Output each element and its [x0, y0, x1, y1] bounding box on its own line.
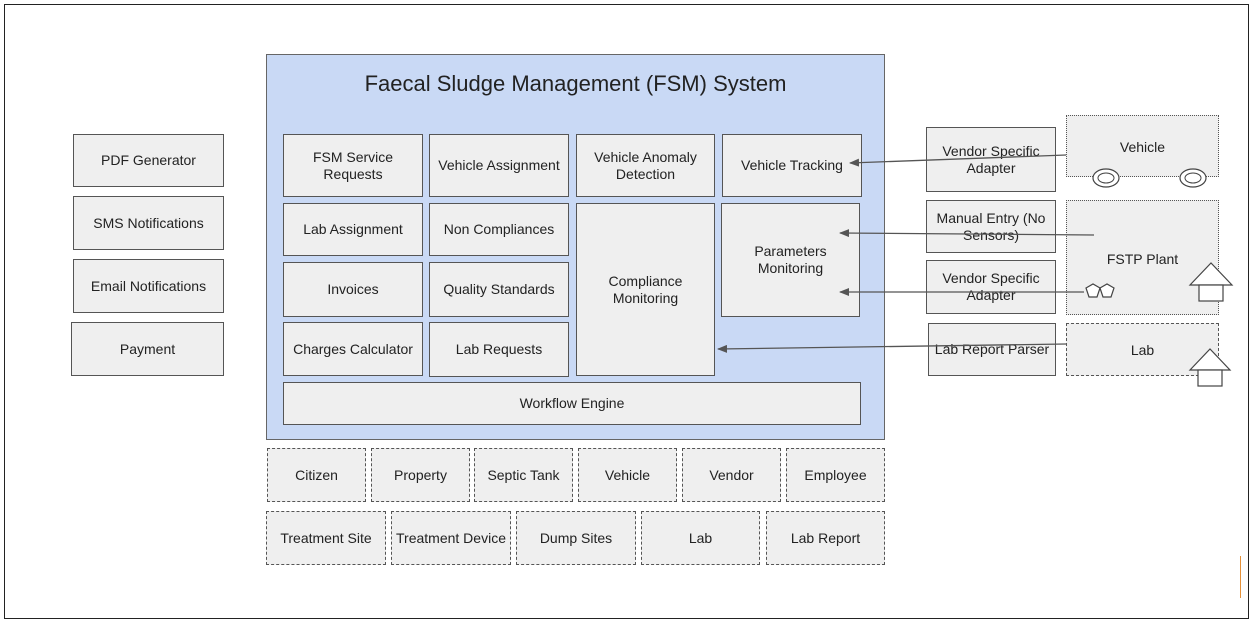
vendor-specific-adapter-1: Vendor Specific Adapter: [926, 127, 1056, 192]
parameters-monitoring-box: Parameters Monitoring: [721, 203, 860, 317]
pdf-generator-box: PDF Generator: [73, 134, 224, 187]
vehicle-assignment-box: Vehicle Assignment: [429, 134, 569, 197]
charges-calculator-box: Charges Calculator: [283, 322, 423, 376]
entity-dump-sites: Dump Sites: [516, 511, 636, 565]
entity-treatment-site: Treatment Site: [266, 511, 386, 565]
diagram-frame: [4, 4, 1249, 619]
non-compliances-box: Non Compliances: [429, 203, 569, 256]
invoices-box: Invoices: [283, 262, 423, 317]
lab-requests-box: Lab Requests: [429, 322, 569, 377]
entity-lab-report: Lab Report: [766, 511, 885, 565]
quality-standards-box: Quality Standards: [429, 262, 569, 317]
manual-entry-box: Manual Entry (No Sensors): [926, 200, 1056, 253]
entity-vehicle: Vehicle: [578, 448, 677, 502]
workflow-engine-box: Workflow Engine: [283, 382, 861, 425]
external-fstp-plant: [1066, 200, 1219, 315]
accent-line: [1240, 556, 1241, 598]
external-vehicle-label: Vehicle: [1119, 139, 1166, 155]
entity-lab: Lab: [641, 511, 760, 565]
entity-property: Property: [371, 448, 470, 502]
email-notifications-box: Email Notifications: [73, 259, 224, 313]
lab-report-parser-box: Lab Report Parser: [928, 323, 1056, 376]
external-fstp-plant-label: FSTP Plant: [1106, 251, 1179, 267]
entity-employee: Employee: [786, 448, 885, 502]
entity-vendor: Vendor: [682, 448, 781, 502]
payment-box: Payment: [71, 322, 224, 376]
external-vehicle: [1066, 115, 1219, 177]
entity-septic-tank: Septic Tank: [474, 448, 573, 502]
external-lab-label: Lab: [1130, 342, 1155, 358]
compliance-monitoring-box: Compliance Monitoring: [576, 203, 715, 376]
fsm-service-requests-box: FSM Service Requests: [283, 134, 423, 197]
vendor-specific-adapter-2: Vendor Specific Adapter: [926, 260, 1056, 314]
vehicle-tracking-box: Vehicle Tracking: [722, 134, 862, 197]
vehicle-anomaly-detection-box: Vehicle Anomaly Detection: [576, 134, 715, 197]
sms-notifications-box: SMS Notifications: [73, 196, 224, 250]
lab-assignment-box: Lab Assignment: [283, 203, 423, 256]
entity-citizen: Citizen: [267, 448, 366, 502]
system-title: Faecal Sludge Management (FSM) System: [364, 71, 787, 96]
entity-treatment-device: Treatment Device: [391, 511, 511, 565]
